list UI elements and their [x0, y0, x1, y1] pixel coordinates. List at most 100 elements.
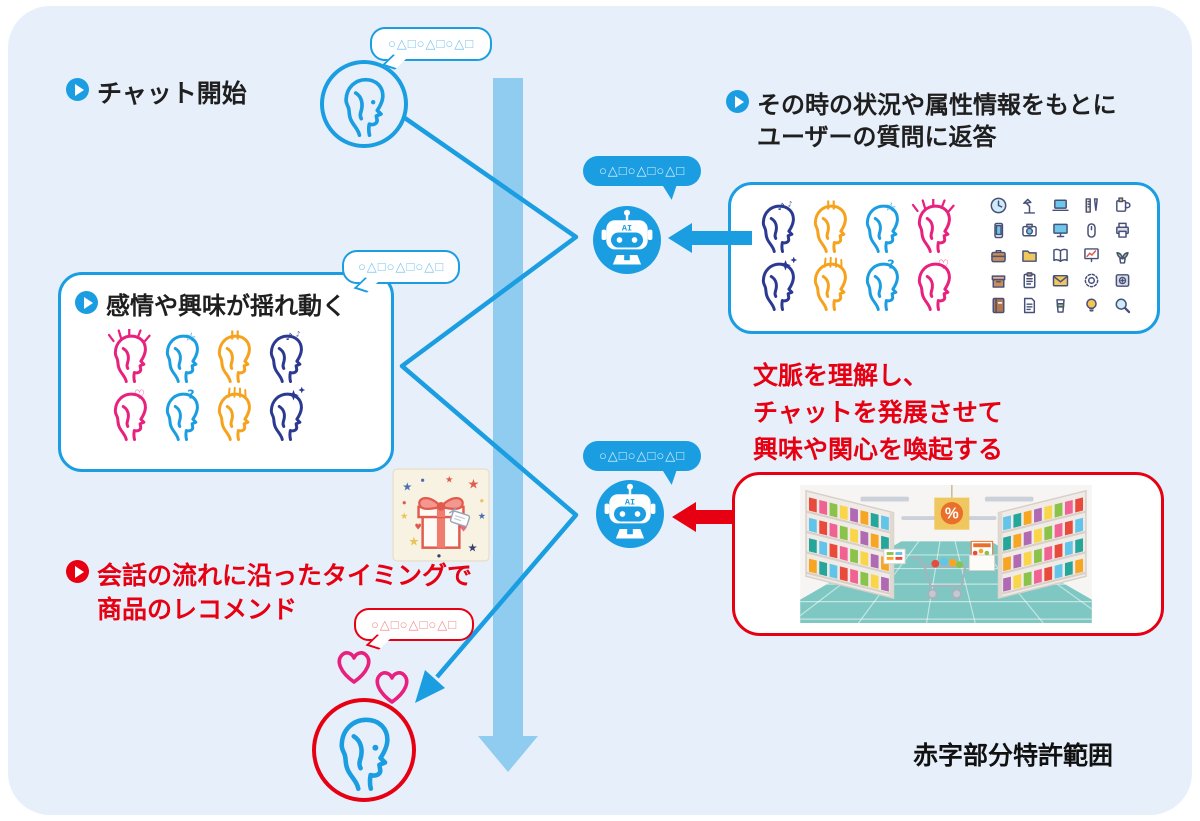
reply-text: その時の状況や属性情報をもとに ユーザーの質問に返答 [757, 90, 1117, 155]
reply-label: その時の状況や属性情報をもとに ユーザーの質問に返答 [726, 90, 1117, 155]
chat-symbols-text: ○△□○△□○△□ [598, 163, 686, 178]
svg-text:♪: ♪ [296, 330, 301, 339]
ceiling-light [984, 496, 1034, 502]
ai-label: AI [622, 224, 632, 234]
chat-start-text: チャット開始 [97, 80, 247, 108]
icon-chart-board [1084, 248, 1099, 263]
speech-bubble-robot-2: ○△□○△□○△□ [583, 441, 701, 487]
arrow-to-robot-1 [668, 223, 752, 253]
chat-symbols-text: ○△□○△□○△□ [357, 259, 445, 274]
svg-text:★: ★ [468, 542, 478, 555]
context-line3: 興味や関心を喚起する [753, 436, 1004, 464]
store-box: % [732, 472, 1164, 636]
supermarket-illustration: % [800, 485, 1092, 623]
robot-face-icon: AI [601, 209, 653, 265]
icon-document [1023, 297, 1036, 314]
svg-text:★: ★ [402, 481, 412, 494]
shopping-cart [911, 556, 967, 600]
knowledge-box: ♪♪!!☆?♡ [728, 182, 1160, 334]
emotion-head-heart: ♡ [917, 258, 951, 311]
icon-monitor [1053, 223, 1068, 238]
emotion-head-question: ? [165, 387, 199, 441]
icon-gear [1084, 273, 1099, 288]
gift-illustration: ★ ★ ★ ★ ★ ★ ★ ♥ ♥ [392, 468, 490, 562]
icon-folder [1022, 250, 1037, 262]
icon-smartphone [994, 222, 1004, 239]
emotion-head-notes: ♪♪ [269, 330, 303, 383]
icon-printer [1116, 222, 1129, 238]
reply-line1: その時の状況や属性情報をもとに [757, 92, 1117, 119]
icon-magnifier [1115, 298, 1131, 314]
office-icons-grid [983, 193, 1138, 318]
icon-clipboard [1023, 272, 1036, 289]
icon-camera [1022, 223, 1037, 237]
context-line1: 文脈を理解し、 [753, 362, 929, 390]
speech-bubble-user-2: ○△□○△□○△□ [342, 250, 460, 293]
emotion-head-star: ☆ [865, 199, 899, 253]
svg-text:★: ★ [400, 511, 408, 522]
icon-envelope [1052, 274, 1069, 287]
play-bullet-icon [75, 291, 98, 314]
speech-bubble-recommend: ○△□○△□○△□ [354, 608, 474, 650]
patent-note: 赤字部分特許範囲 [913, 742, 1114, 770]
emotion-head-exclaim: !! [217, 329, 251, 383]
svg-text:★: ★ [445, 474, 453, 485]
user-icon-end [312, 698, 416, 802]
svg-text:★: ★ [468, 477, 480, 492]
icon-safe [1115, 274, 1130, 287]
percent-sale-sign: % [934, 497, 970, 530]
ceiling-light [901, 516, 939, 520]
svg-text:★: ★ [408, 535, 419, 549]
icon-storage-box [991, 275, 1006, 288]
emotion-title: 感情や興味が揺れ動く [106, 293, 346, 320]
icon-briefcase [991, 249, 1006, 263]
ai-label: AI [625, 498, 635, 508]
recommend-text: 会話の流れに沿ったタイミングで 商品のレコメンド [97, 560, 472, 628]
emotion-box: 感情や興味が揺れ動く ☆!! ♪♪ ♡? [58, 272, 394, 472]
chat-symbols-text: ○△□○△□○△□ [598, 448, 686, 463]
ai-robot-icon-1: AI [593, 206, 661, 274]
emotion-head-sparkles [269, 387, 306, 441]
recommend-label: 会話の流れに沿ったタイミングで 商品のレコメンド [66, 560, 472, 628]
icon-ruler-pen [1085, 198, 1098, 213]
play-bullet-icon [726, 90, 749, 113]
shelf-right [997, 489, 1087, 600]
icon-laptop [1052, 199, 1069, 212]
back-wall-sign [883, 548, 906, 565]
emotion-head-exclaim: !! [813, 199, 847, 253]
emotion-head-rays [911, 199, 955, 253]
promo-stand [968, 540, 996, 572]
emotion-head-star: ☆ [165, 329, 199, 383]
recommend-line1: 会話の流れに沿ったタイミングで [97, 562, 473, 590]
svg-text:%: % [945, 506, 959, 523]
icon-wall-clock [990, 197, 1007, 214]
ceiling-light [860, 496, 910, 502]
icon-lightbulb [1086, 298, 1097, 312]
emotion-head-gloom [217, 387, 251, 441]
icon-open-book [1053, 248, 1068, 263]
svg-text:♥: ♥ [414, 521, 421, 531]
chat-start-label: チャット開始 [66, 78, 247, 112]
emotion-head-notes: ♪♪ [761, 200, 795, 253]
user-icon-start [320, 60, 408, 148]
svg-text:♪: ♪ [788, 200, 793, 209]
robot-face-icon: AI [604, 483, 656, 539]
hearts-icon [337, 651, 409, 704]
user-head-icon [339, 717, 390, 791]
shelf-left [805, 489, 895, 600]
icon-coffee-cup [1056, 299, 1065, 313]
recommend-line2: 商品のレコメンド [97, 595, 298, 624]
reply-line2: ユーザーの質問に返答 [757, 124, 997, 152]
emotion-head-heart: ♡ [113, 388, 147, 441]
play-bullet-icon [66, 78, 89, 101]
emotion-heads-left: ☆!! ♪♪ ♡? [107, 329, 311, 443]
svg-text:★: ★ [478, 511, 486, 522]
icon-desk-lamp [1023, 198, 1036, 214]
emotion-heads-right: ♪♪!!☆?♡ [755, 199, 959, 313]
icon-tea-mug [1116, 197, 1131, 212]
ai-robot-icon-2: AI [596, 480, 664, 548]
user-head-icon [344, 77, 385, 137]
chat-symbols-text: ○△□○△□○△□ [387, 36, 475, 51]
emotion-head-gloom [813, 257, 847, 311]
